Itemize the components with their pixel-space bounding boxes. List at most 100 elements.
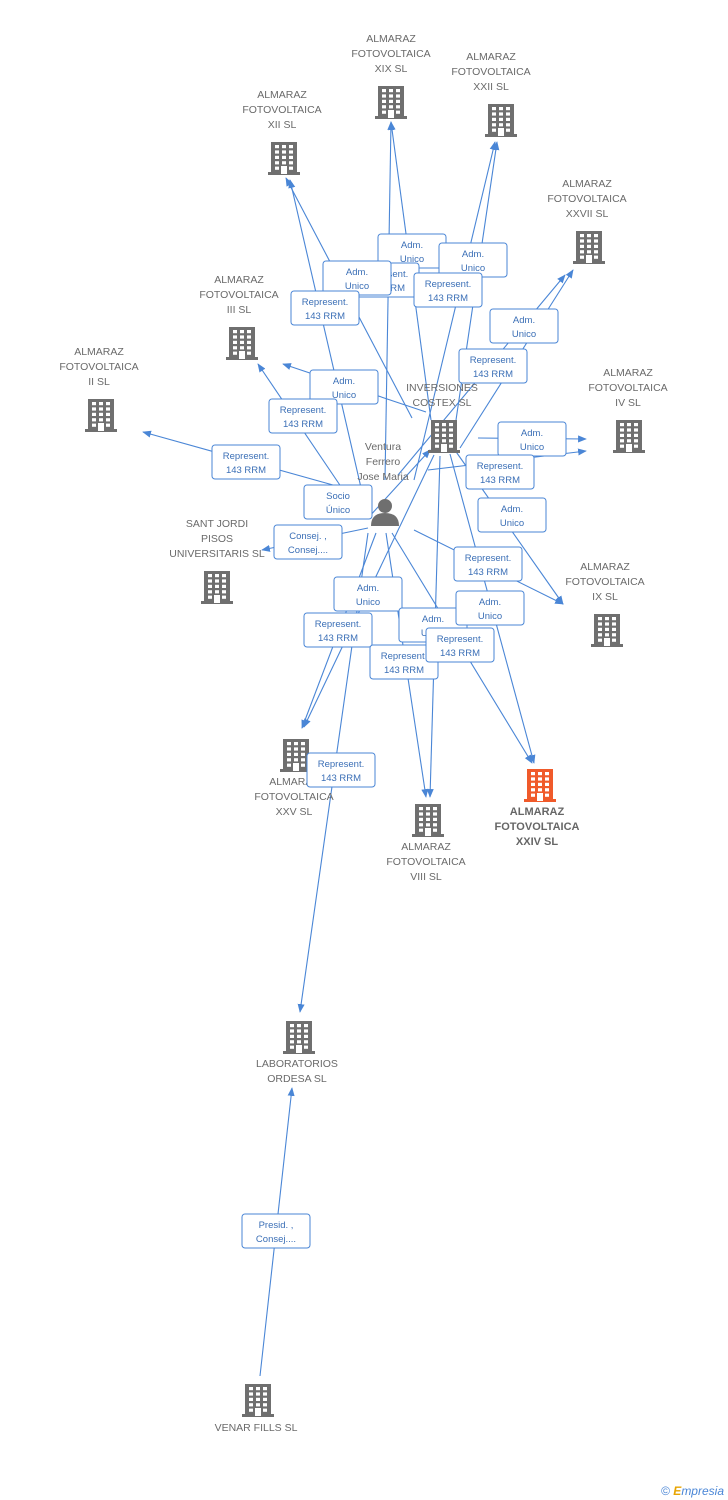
- edge-label-ventura-xxii[interactable]: Adm.Unico: [438, 242, 508, 278]
- node-label: FOTOVOLTAICA: [242, 104, 321, 116]
- node-label: XXV SL: [276, 806, 313, 818]
- edge-label-costex-iii[interactable]: Represent.143 RRM: [268, 398, 338, 434]
- node-label: FOTOVOLTAICA: [386, 856, 465, 868]
- edge-label-text: Represent.: [470, 355, 516, 366]
- building-icon: [591, 614, 623, 647]
- node-label: ORDESA SL: [267, 1073, 327, 1085]
- edge-label-ventura-xxiv[interactable]: Represent.143 RRM: [425, 627, 495, 663]
- edge-label-text: Adm.: [333, 376, 355, 387]
- node-iii[interactable]: ALMARAZ FOTOVOLTAICA III SL: [199, 274, 279, 360]
- node-label: FOTOVOLTAICA: [547, 193, 626, 205]
- edge-label-costex-xxvii[interactable]: Adm.Unico: [489, 308, 559, 344]
- edge-label-text: Represent.: [315, 619, 361, 630]
- node-label: FOTOVOLTAICA: [199, 289, 278, 301]
- node-label: XXVII SL: [566, 208, 609, 220]
- edge-label-ventura-ordesa[interactable]: Represent.143 RRM: [306, 752, 376, 788]
- node-label: II SL: [88, 376, 110, 388]
- node-label: COSTEX SL: [413, 397, 472, 409]
- edge-label-ventura-xxv[interactable]: Represent. 143 RRM: [303, 612, 373, 648]
- node-label: LABORATORIOS: [256, 1058, 338, 1070]
- edge-label-text: Unico: [332, 390, 356, 401]
- edge-label-text: Unico: [356, 597, 380, 608]
- node-label: ALMARAZ: [603, 367, 653, 379]
- edge-label-costex-xii[interactable]: Represent.143 RRM: [290, 290, 360, 326]
- building-icon: [242, 1384, 274, 1417]
- edge-label-text: Represent.: [280, 405, 326, 416]
- edge-label-ventura-iv[interactable]: Represent.143 RRM: [465, 454, 535, 490]
- edge-label-costex-xxii[interactable]: Represent. 143 RRM: [413, 272, 483, 308]
- edge-label-ventura-iii[interactable]: Adm. Unico: [309, 369, 379, 405]
- node-label: VIII SL: [410, 871, 442, 883]
- edge-label-text: Adm.: [501, 504, 523, 515]
- edge-label-ventura-xxvii[interactable]: Represent. 143 RRM: [458, 348, 528, 384]
- edge-label-ventura-santjordi[interactable]: Consej. , Consej....: [273, 524, 343, 560]
- node-venar[interactable]: VENAR FILLS SL: [215, 1384, 298, 1434]
- edge-label-text: Consej. ,: [289, 531, 327, 542]
- edge-label-text: Unico: [478, 611, 502, 622]
- node-xxvii[interactable]: ALMARAZ FOTOVOLTAICA XXVII SL: [547, 178, 627, 264]
- edge-label-text: Represent.: [425, 279, 471, 290]
- node-label: ALMARAZ: [214, 274, 264, 286]
- edge-label-costex-xxv[interactable]: Adm.Unico: [333, 576, 403, 612]
- edge-label-costex-ix[interactable]: Adm.Unico: [477, 497, 547, 533]
- node-label: FOTOVOLTAICA: [254, 791, 333, 803]
- edge-label-text: 143 RRM: [428, 293, 468, 304]
- edge-ventura-xxii: [413, 141, 497, 481]
- edge-label-text: Presid. ,: [259, 1220, 294, 1231]
- node-ordesa[interactable]: LABORATORIOS ORDESA SL: [256, 1021, 338, 1085]
- copyright-symbol: ©: [661, 1484, 670, 1498]
- building-icon: [573, 231, 605, 264]
- edge-label-text: Unico: [520, 442, 544, 453]
- node-label: ALMARAZ: [510, 806, 565, 818]
- edge-label-text: Adm.: [346, 267, 368, 278]
- building-icon: [375, 86, 407, 119]
- edge-label-text: 143 RRM: [473, 369, 513, 380]
- node-label: ALMARAZ: [580, 561, 630, 573]
- building-icon: [226, 327, 258, 360]
- footer-brand[interactable]: © Empresia: [661, 1484, 724, 1498]
- edge-label-venar-ordesa[interactable]: Presid. ,Consej....: [241, 1213, 311, 1249]
- node-label: ALMARAZ: [74, 346, 124, 358]
- node-label: ALMARAZ: [366, 33, 416, 45]
- building-icon: [412, 804, 444, 837]
- edge-label-text: Represent.: [302, 297, 348, 308]
- node-label: FOTOVOLTAICA: [351, 48, 430, 60]
- edge-label-text: 143 RRM: [318, 633, 358, 644]
- node-label: XXIV SL: [516, 836, 558, 848]
- edge-label-text: Represent.: [223, 451, 269, 462]
- building-icon: [201, 571, 233, 604]
- node-label: ALMARAZ: [562, 178, 612, 190]
- edge-label-costex-xxiv[interactable]: Adm. Unico: [455, 590, 525, 626]
- edge-label-costex-iv[interactable]: Adm.Unico: [497, 421, 567, 457]
- person-icon: [371, 499, 399, 526]
- edge-label-text: Unico: [400, 254, 424, 265]
- edge-label-text: 143 RRM: [321, 773, 361, 784]
- edge-label-text: Consej....: [288, 545, 328, 556]
- edge-label-text: Adm.: [401, 240, 423, 251]
- edge-ventura-xii: [288, 179, 363, 493]
- edge-label-ventura-xii[interactable]: Adm.Unico: [322, 260, 392, 296]
- node-label: III SL: [227, 304, 252, 316]
- edge-label-ventura-ix[interactable]: Represent.143 RRM: [453, 546, 523, 582]
- edge-label-text: Adm.: [479, 597, 501, 608]
- building-icon: [85, 399, 117, 432]
- node-label: XII SL: [268, 119, 297, 131]
- node-label: SANT JORDI: [186, 518, 248, 530]
- edge-label-ventura-ii[interactable]: Represent.143 RRM: [211, 444, 281, 480]
- building-icon: [268, 142, 300, 175]
- edge-label-text: Represent.: [437, 634, 483, 645]
